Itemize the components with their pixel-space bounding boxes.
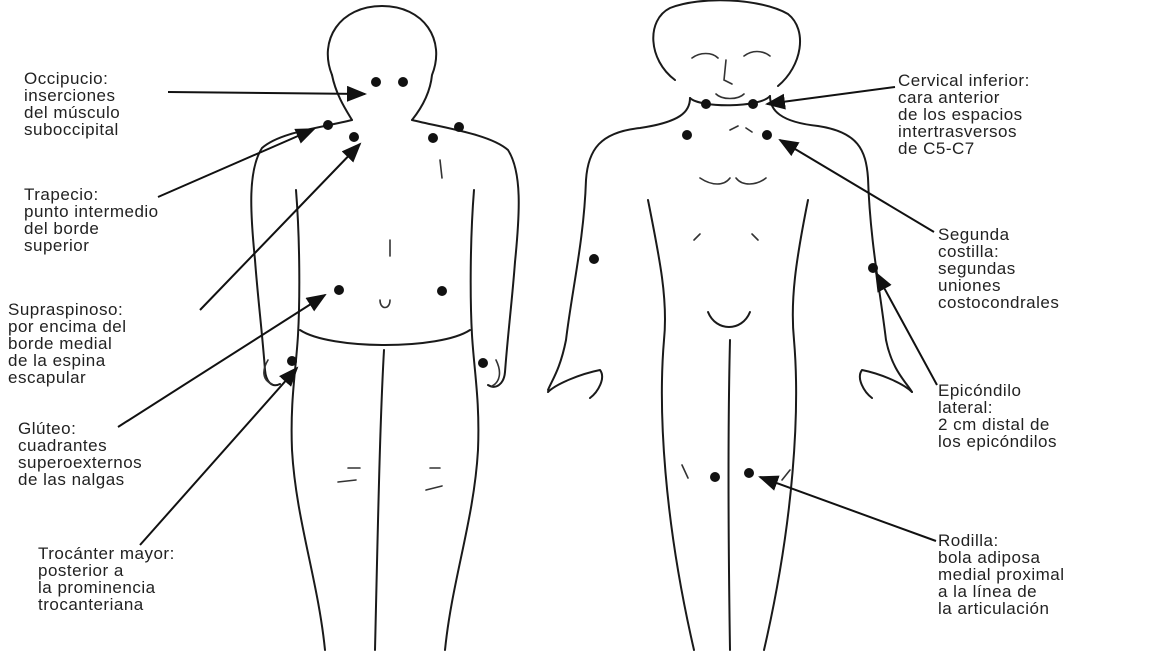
- pointer-arrows: [118, 87, 937, 545]
- label-trocanter: Trocánter mayor: posterior a la prominen…: [38, 545, 175, 613]
- label-trapecio: Trapecio: punto intermedio del borde sup…: [24, 186, 159, 254]
- tender-point-dots: [287, 77, 878, 482]
- label-gluteo: Glúteo: cuadrantes superoexternos de las…: [18, 420, 142, 488]
- label-supraespinoso: Supraspinoso: por encima del borde media…: [8, 301, 127, 386]
- label-rodilla: Rodilla: bola adiposa medial proximal a …: [938, 532, 1065, 617]
- back-figure: [251, 6, 519, 650]
- label-epicondilo: Epicóndilo lateral: 2 cm distal de los e…: [938, 382, 1057, 450]
- label-occipucio: Occipucio: inserciones del músculo suboc…: [24, 70, 120, 138]
- front-figure: [548, 0, 912, 650]
- label-costilla: Segunda costilla: segundas uniones costo…: [938, 226, 1059, 311]
- label-cervical: Cervical inferior: cara anterior de los …: [898, 72, 1030, 157]
